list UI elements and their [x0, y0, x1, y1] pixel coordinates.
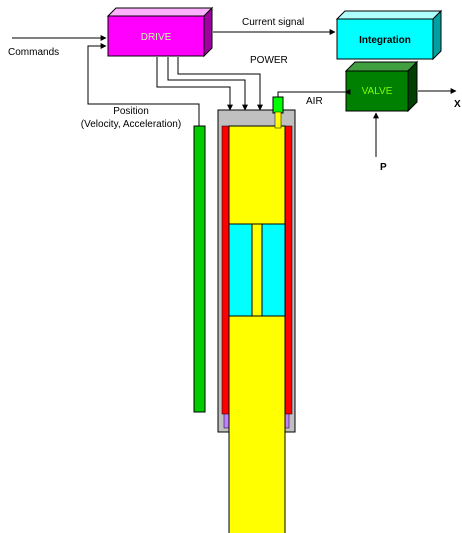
- power-line-2: [167, 57, 248, 111]
- drive-label: DRIVE: [141, 32, 172, 43]
- piston-rod: [228, 315, 286, 533]
- air-label: AIR: [306, 96, 323, 107]
- x-output-label: X: [454, 99, 461, 110]
- air-inlet-port: [272, 96, 284, 114]
- position-feedback-line: [87, 43, 200, 126]
- valve-block: VALVE: [344, 60, 419, 113]
- p-input-label: P: [380, 162, 387, 173]
- air-line: [277, 89, 351, 97]
- upper-chamber: [228, 125, 286, 225]
- commands-label: Commands: [8, 47, 59, 58]
- power-line-1: [156, 57, 233, 111]
- pneumatic-cylinder: [217, 96, 296, 533]
- air-inlet-pipe: [274, 111, 282, 129]
- piston-core: [251, 223, 263, 317]
- position-sub-label: (Velocity, Acceleration): [81, 119, 181, 130]
- power-line-3: [177, 57, 263, 111]
- piston-right: [261, 223, 286, 317]
- power-label: POWER: [250, 55, 288, 66]
- position-sensor-bar: [193, 125, 206, 413]
- current-signal-label: Current signal: [242, 17, 304, 28]
- signal-lines: [12, 29, 457, 157]
- integration-block: Integration: [335, 9, 443, 61]
- drive-block: DRIVE: [106, 6, 214, 58]
- position-label: Position: [113, 106, 149, 117]
- diagram-labels: Commands Current signal POWER AIR Positi…: [8, 17, 461, 173]
- valve-label: VALVE: [362, 86, 393, 97]
- piston-left: [228, 223, 253, 317]
- integration-label: Integration: [359, 35, 411, 46]
